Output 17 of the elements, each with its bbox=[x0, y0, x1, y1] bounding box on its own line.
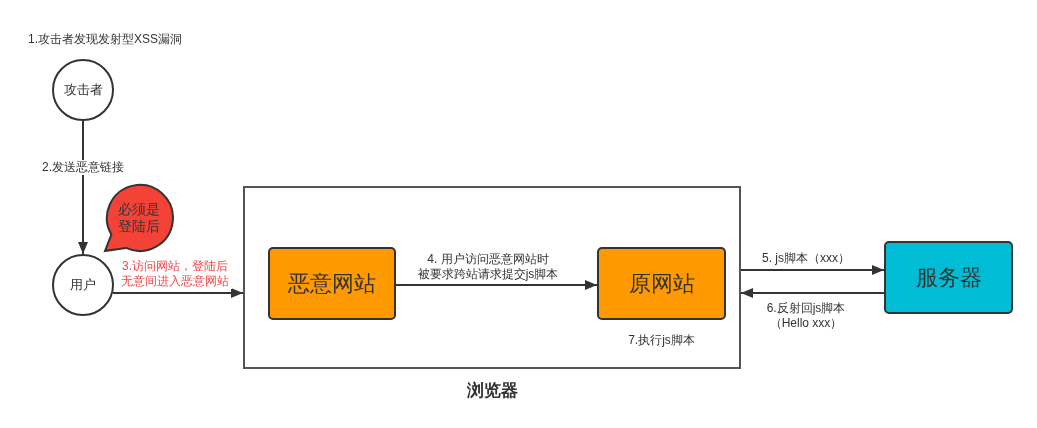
speech-bubble: 必须是登陆后 bbox=[103, 183, 175, 253]
node-label: 原网站 bbox=[628, 269, 695, 298]
node-label: 攻击者 bbox=[63, 81, 103, 99]
edge-label: 3.访问网站，登陆后无意间进入恶意网站 bbox=[118, 259, 232, 289]
server-box: 服务器 bbox=[884, 241, 1013, 314]
step-label: 7.执行js脚本 bbox=[628, 333, 695, 348]
edge-label: 2.发送恶意链接 bbox=[40, 160, 126, 175]
arrow bbox=[740, 288, 885, 298]
arrow bbox=[740, 265, 885, 275]
box-heading: 浏览器 bbox=[466, 381, 518, 401]
arrow bbox=[395, 280, 598, 290]
arrow bbox=[78, 120, 88, 255]
arrow bbox=[111, 288, 244, 298]
step-label: 1.攻击者发现发射型XSS漏洞 bbox=[28, 32, 183, 47]
process-box: 恶意网站 bbox=[268, 247, 396, 320]
circle-node: 用户 bbox=[52, 254, 114, 316]
edge-label: 4. 用户访问恶意网站时被要求跨站请求提交js脚本 bbox=[415, 252, 561, 282]
